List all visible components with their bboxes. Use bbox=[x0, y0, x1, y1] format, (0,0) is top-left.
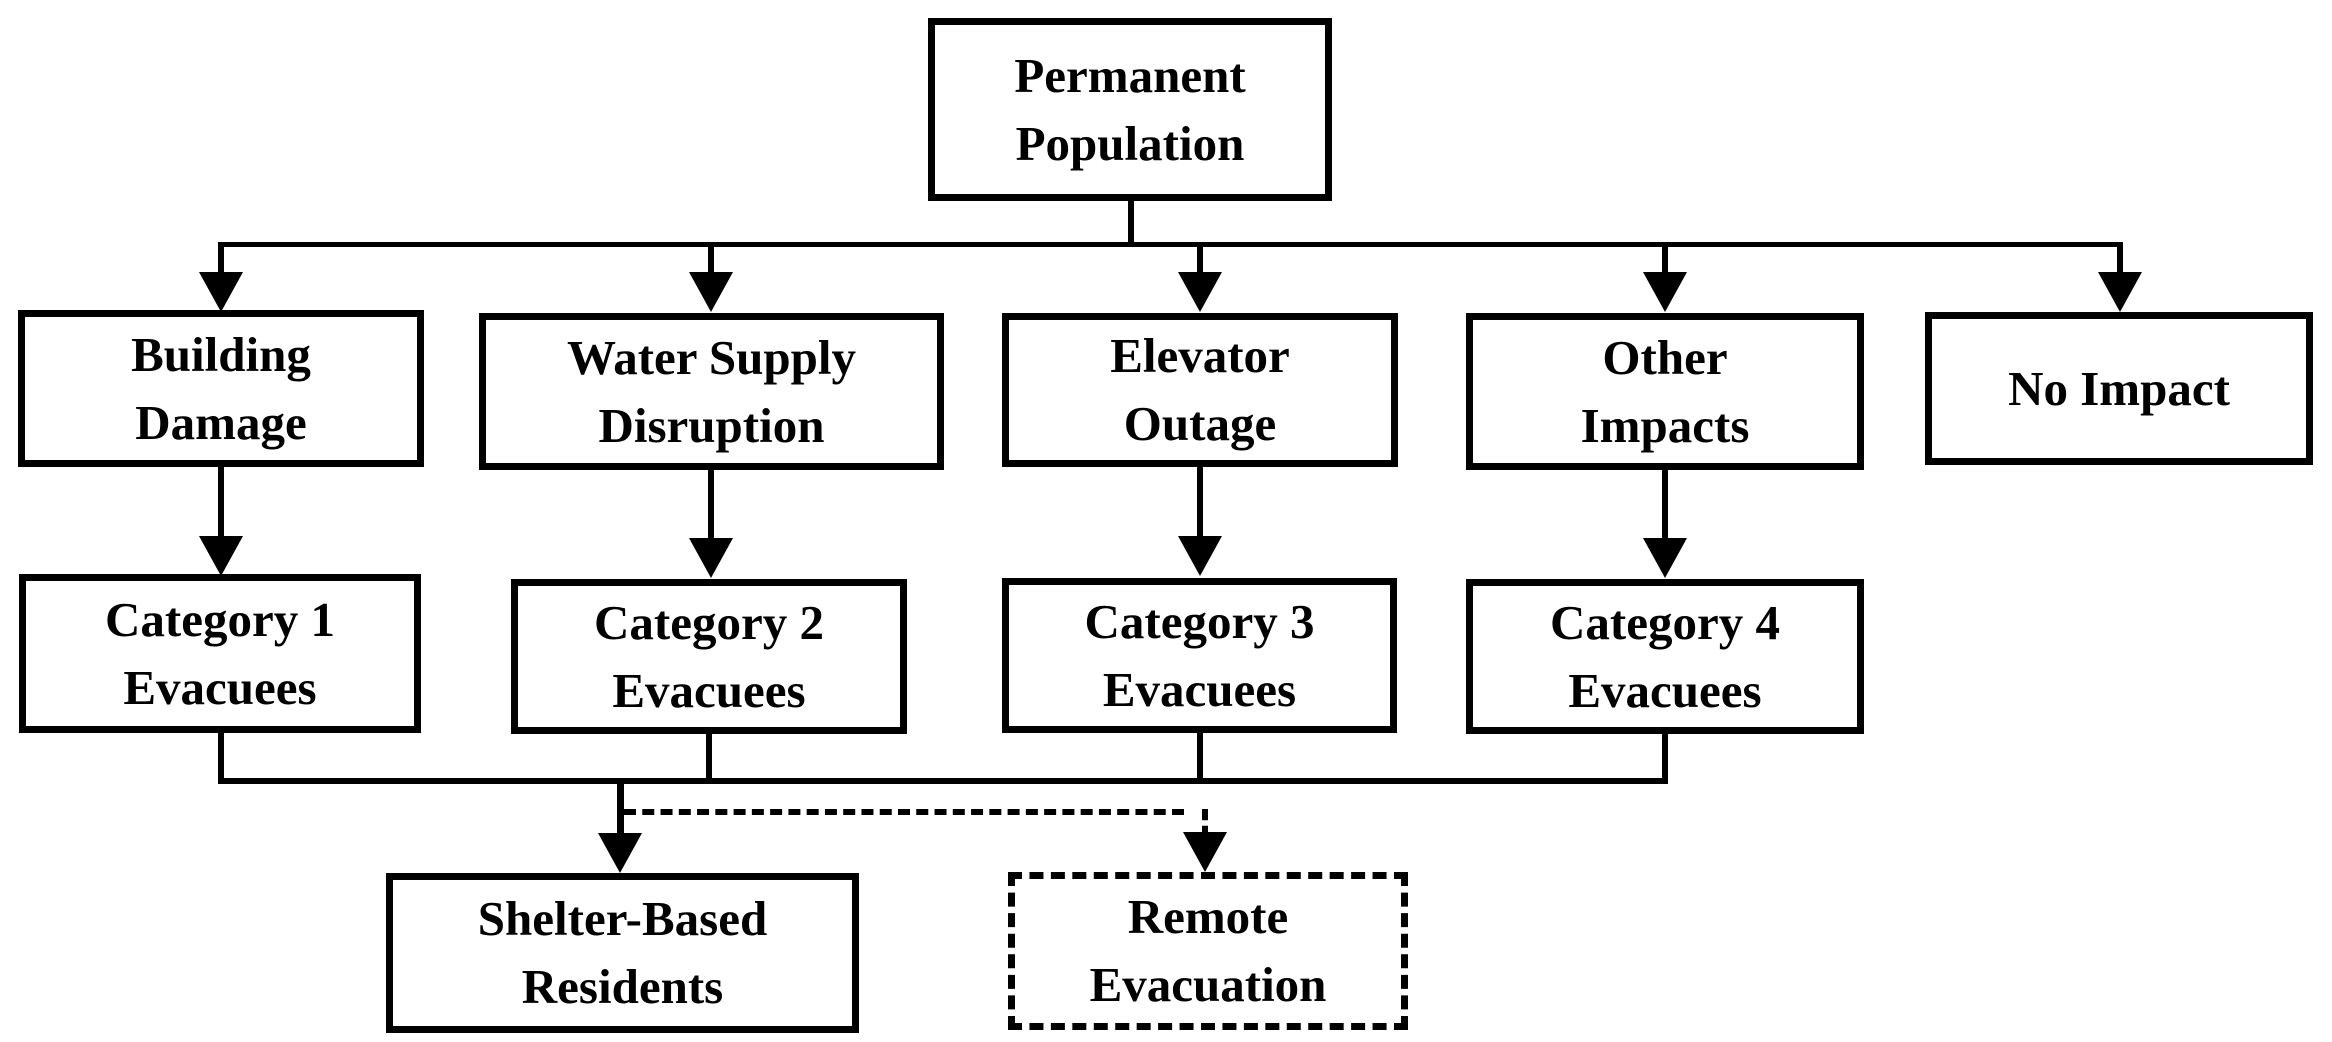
edge-drop-building-stem bbox=[218, 242, 224, 278]
edge-drop-elevator-stem bbox=[1197, 242, 1203, 278]
edge-water-cat2-arrowhead bbox=[689, 538, 733, 578]
node-label-line: Evacuees bbox=[123, 659, 317, 715]
edge-drop-water-stem bbox=[708, 242, 714, 278]
edge-branch-hline bbox=[219, 242, 2123, 247]
node-category-4-evacuees: Category 4 Evacuees bbox=[1466, 579, 1864, 734]
node-category-3-evacuees: Category 3 Evacuees bbox=[1002, 578, 1397, 733]
edge-collector-hline bbox=[218, 778, 1668, 784]
edge-remote-arrowhead bbox=[1183, 832, 1227, 872]
edge-drop-water-arrowhead bbox=[689, 272, 733, 312]
node-elevator-outage: Elevator Outage bbox=[1002, 313, 1398, 467]
node-label-line: No Impact bbox=[2008, 360, 2230, 416]
node-label-line: Water Supply bbox=[566, 329, 857, 385]
node-label-line: Permanent bbox=[1014, 47, 1246, 103]
edge-drop-noimpact-arrowhead bbox=[2098, 272, 2142, 312]
node-label-line: Category 1 bbox=[105, 591, 335, 647]
edge-shelter-stem bbox=[617, 778, 624, 837]
edge-permanent-stem bbox=[1128, 199, 1134, 246]
node-label-line: Other bbox=[1602, 329, 1728, 385]
edge-other-cat4-arrowhead bbox=[1643, 538, 1687, 578]
node-label-line: Category 2 bbox=[594, 594, 824, 650]
node-no-impact: No Impact bbox=[1925, 312, 2313, 465]
edge-drop-other-stem bbox=[1662, 242, 1668, 278]
edge-elevator-cat3-arrowhead bbox=[1178, 536, 1222, 576]
node-building-damage: Building Damage bbox=[18, 310, 424, 467]
node-remote-evacuation: Remote Evacuation bbox=[1008, 872, 1408, 1030]
node-label-line: Evacuation bbox=[1089, 957, 1327, 1012]
node-label-line: Remote bbox=[1127, 889, 1289, 944]
node-category-1-evacuees: Category 1 Evacuees bbox=[19, 574, 421, 733]
node-label-line: Elevator bbox=[1110, 328, 1290, 383]
edge-elevator-cat3-stem bbox=[1197, 465, 1203, 540]
edge-building-cat1-arrowhead bbox=[199, 536, 243, 576]
node-label-line: Impacts bbox=[1580, 397, 1750, 453]
node-permanent-population: Permanent Population bbox=[928, 18, 1332, 201]
edge-shelter-arrowhead bbox=[598, 833, 642, 873]
node-label-line: Disruption bbox=[598, 397, 825, 453]
node-label-line: Shelter-Based bbox=[477, 891, 768, 946]
edge-other-cat4-stem bbox=[1662, 468, 1668, 540]
node-label-line: Category 4 bbox=[1550, 594, 1780, 650]
edge-drop-building-arrowhead bbox=[199, 272, 243, 312]
node-label-line: Category 3 bbox=[1084, 593, 1315, 649]
edge-remote-dashed-hline bbox=[624, 809, 1184, 815]
node-label-line: Residents bbox=[521, 959, 724, 1014]
edge-drop-elevator-arrowhead bbox=[1178, 272, 1222, 312]
node-label-line: Damage bbox=[135, 394, 307, 450]
edge-cat3-collector bbox=[1197, 731, 1203, 784]
node-other-impacts: Other Impacts bbox=[1466, 313, 1864, 470]
node-shelter-based-residents: Shelter-Based Residents bbox=[386, 873, 859, 1033]
edge-drop-noimpact-stem bbox=[2117, 242, 2123, 278]
node-water-supply-disruption: Water Supply Disruption bbox=[479, 313, 944, 470]
edge-cat4-collector bbox=[1662, 732, 1668, 784]
node-label-line: Building bbox=[131, 326, 311, 382]
edge-remote-dashed-stem bbox=[1202, 809, 1208, 837]
edge-cat1-collector bbox=[218, 731, 224, 784]
node-label-line: Evacuees bbox=[612, 662, 806, 718]
node-category-2-evacuees: Category 2 Evacuees bbox=[511, 579, 907, 734]
edge-building-cat1-stem bbox=[218, 465, 224, 540]
edge-drop-other-arrowhead bbox=[1643, 272, 1687, 312]
node-label-line: Evacuees bbox=[1568, 662, 1762, 718]
edge-water-cat2-stem bbox=[708, 468, 714, 540]
node-label-line: Outage bbox=[1123, 396, 1277, 451]
node-label-line: Evacuees bbox=[1102, 661, 1297, 717]
node-label-line: Population bbox=[1015, 115, 1245, 171]
edge-cat2-collector bbox=[706, 732, 712, 784]
